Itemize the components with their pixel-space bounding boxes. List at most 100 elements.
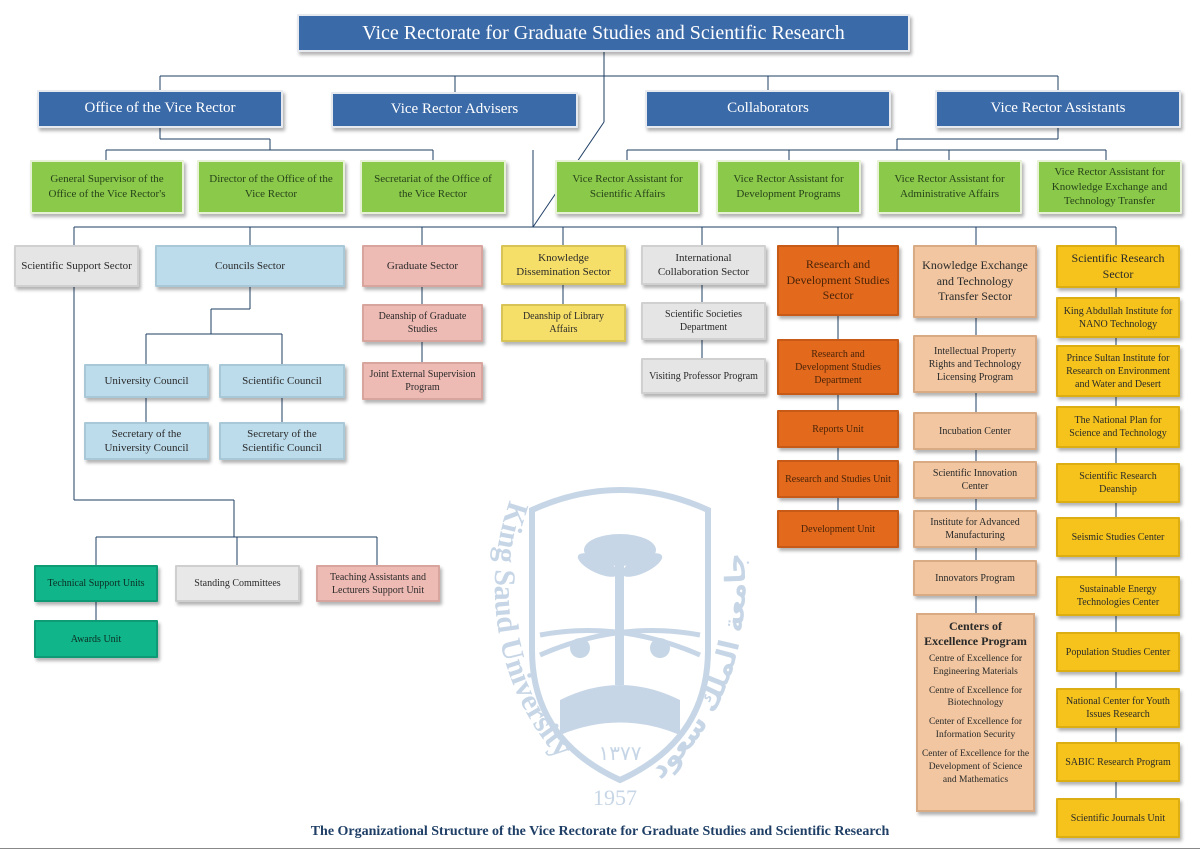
scientific-societies-box: Scientific Societies Department	[641, 302, 766, 340]
ketts-sector-label: Knowledge Exchange and Technology Transf…	[922, 258, 1028, 304]
scientific-innovation-center-label: Scientific Innovation Center	[932, 468, 1018, 492]
joint-external-supervision-label: Joint External Supervision Program	[369, 369, 476, 393]
secretariat-office-label: Secretariat of the Office of the Vice Re…	[374, 173, 492, 200]
srs-item-label: Scientific Journals Unit	[1070, 812, 1166, 824]
bottom-divider	[0, 848, 1200, 849]
development-unit-box: Development Unit	[777, 510, 899, 548]
scientific-council-box: Scientific Council	[219, 364, 345, 398]
srs-item-label: King Abdullah Institute for NANO Technol…	[1063, 305, 1173, 330]
development-unit-label: Development Unit	[800, 523, 876, 535]
awards-unit-box: Awards Unit	[34, 620, 158, 658]
srs-item-research-deanship: Scientific Research Deanship	[1056, 463, 1180, 503]
graduate-sector-box: Graduate Sector	[362, 245, 483, 287]
innovators-program-box: Innovators Program	[913, 560, 1037, 596]
director-office-label: Director of the Office of the Vice Recto…	[209, 173, 333, 200]
general-supervisor-box: General Supervisor of the Office of the …	[30, 160, 184, 214]
teaching-assistants-label: Teaching Assistants and Lecturers Suppor…	[330, 571, 426, 596]
coe-information-security: Center of Excellence for Information Sec…	[928, 717, 1023, 741]
diagram-caption: The Organizational Structure of the Vice…	[310, 824, 890, 839]
university-council-label: University Council	[104, 374, 189, 387]
assistant-development-box: Vice Rector Assistant for Development Pr…	[716, 160, 861, 214]
assistant-scientific-box: Vice Rector Assistant for Scientific Aff…	[555, 160, 700, 214]
rd-department-label: Research and Development Studies Departm…	[795, 348, 881, 386]
srs-item-youth: National Center for Youth Issues Researc…	[1056, 688, 1180, 728]
general-supervisor-label: General Supervisor of the Office of the …	[48, 173, 166, 200]
srs-item-journals: Scientific Journals Unit	[1056, 798, 1180, 838]
srs-item-label: The National Plan for Science and Techno…	[1069, 415, 1167, 439]
deanship-library-affairs-box: Deanship of Library Affairs	[501, 304, 626, 342]
watermark-hijri-year: ١٣٧٧	[599, 741, 642, 765]
advanced-manufacturing-box: Institute for Advanced Manufacturing	[913, 510, 1037, 548]
vice-rector-assistants-label: Vice Rector Assistants	[990, 100, 1126, 117]
srs-item-label: Seismic Studies Center	[1071, 531, 1165, 543]
centers-of-excellence-box: Centers of Excellence Program Centre of …	[916, 613, 1035, 812]
councils-sector-label: Councils Sector	[215, 259, 285, 272]
coe-engineering-materials: Centre of Excellence for Engineering Mat…	[928, 654, 1023, 677]
director-office-box: Director of the Office of the Vice Recto…	[197, 160, 345, 214]
collaborators-label: Collaborators	[727, 100, 809, 117]
deanship-library-affairs-label: Deanship of Library Affairs	[522, 311, 605, 335]
visiting-professor-label: Visiting Professor Program	[649, 370, 758, 382]
graduate-sector-label: Graduate Sector	[386, 259, 459, 272]
srs-item-label: SABIC Research Program	[1065, 756, 1171, 768]
collaborators-box: Collaborators	[645, 90, 891, 128]
vice-rector-advisers-label: Vice Rector Advisers	[390, 101, 519, 118]
standing-committees-box: Standing Committees	[175, 565, 300, 602]
scientific-council-label: Scientific Council	[242, 374, 322, 387]
joint-external-supervision-box: Joint External Supervision Program	[362, 362, 483, 400]
rd-sector-box: Research and Development Studies Sector	[777, 245, 899, 316]
international-collaboration-sector-label: International Collaboration Sector	[657, 251, 750, 278]
assistant-knowledge-box: Vice Rector Assistant for Knowledge Exch…	[1037, 160, 1182, 214]
deanship-graduate-studies-box: Deanship of Graduate Studies	[362, 304, 483, 342]
university-council-box: University Council	[84, 364, 209, 398]
incubation-center-label: Incubation Center	[939, 425, 1011, 437]
deanship-graduate-studies-label: Deanship of Graduate Studies	[378, 311, 467, 335]
visiting-professor-box: Visiting Professor Program	[641, 358, 766, 394]
university-seal-watermark: King Saud University جامعة الملك سعود ١٣…	[488, 487, 752, 810]
srs-item-national-plan: The National Plan for Science and Techno…	[1056, 406, 1180, 448]
innovators-program-label: Innovators Program	[935, 572, 1015, 584]
standing-committees-label: Standing Committees	[194, 578, 281, 589]
international-collaboration-sector-box: International Collaboration Sector	[641, 245, 766, 285]
office-of-vice-rector-label: Office of the Vice Rector	[84, 100, 236, 117]
advanced-manufacturing-label: Institute for Advanced Manufacturing	[930, 517, 1020, 541]
scientific-support-sector-box: Scientific Support Sector	[14, 245, 139, 287]
ip-rights-label: Intellectual Property Rights and Technol…	[928, 345, 1022, 383]
secretary-university-council-box: Secretary of the University Council	[84, 422, 209, 460]
srs-item-prince-sultan: Prince Sultan Institute for Research on …	[1056, 345, 1180, 397]
knowledge-dissemination-sector-label: Knowledge Dissemination Sector	[516, 251, 611, 278]
srs-item-label: Sustainable Energy Technologies Center	[1076, 584, 1160, 608]
secretary-university-council-label: Secretary of the University Council	[104, 427, 189, 454]
coe-science-mathematics: Center of Excellence for the Development…	[921, 748, 1030, 785]
srs-item-label: Scientific Research Deanship	[1079, 471, 1157, 495]
scientific-societies-label: Scientific Societies Department	[665, 309, 742, 333]
assistant-administrative-box: Vice Rector Assistant for Administrative…	[877, 160, 1022, 214]
vice-rectorate-box: Vice Rectorate for Graduate Studies and …	[297, 14, 910, 52]
assistant-knowledge-label: Vice Rector Assistant for Knowledge Exch…	[1051, 165, 1168, 208]
knowledge-dissemination-sector-box: Knowledge Dissemination Sector	[501, 245, 626, 285]
ketts-sector-box: Knowledge Exchange and Technology Transf…	[913, 245, 1037, 318]
coe-biotechnology: Centre of Excellence for Biotechnology	[928, 685, 1023, 709]
incubation-center-box: Incubation Center	[913, 412, 1037, 450]
ip-rights-box: Intellectual Property Rights and Technol…	[913, 335, 1037, 393]
secretariat-office-box: Secretariat of the Office of the Vice Re…	[360, 160, 506, 214]
awards-unit-label: Awards Unit	[70, 633, 122, 645]
secretary-scientific-council-box: Secretary of the Scientific Council	[219, 422, 345, 460]
assistant-scientific-label: Vice Rector Assistant for Scientific Aff…	[572, 173, 683, 200]
scientific-research-sector-label: Scientific Research Sector	[1071, 250, 1165, 281]
vice-rector-advisers-box: Vice Rector Advisers	[331, 92, 578, 128]
watermark-year: 1957	[593, 785, 637, 810]
assistant-administrative-label: Vice Rector Assistant for Administrative…	[894, 173, 1005, 200]
rd-sector-label: Research and Development Studies Sector	[786, 257, 890, 303]
srs-item-seismic: Seismic Studies Center	[1056, 517, 1180, 557]
scientific-support-sector-label: Scientific Support Sector	[21, 259, 132, 272]
srs-item-nano: King Abdullah Institute for NANO Technol…	[1056, 297, 1180, 338]
srs-item-label: Population Studies Center	[1065, 646, 1171, 658]
office-of-vice-rector-box: Office of the Vice Rector	[37, 90, 283, 128]
srs-item-label: Prince Sultan Institute for Research on …	[1066, 352, 1170, 390]
secretary-scientific-council-label: Secretary of the Scientific Council	[242, 427, 322, 454]
srs-item-label: National Center for Youth Issues Researc…	[1066, 696, 1170, 720]
research-studies-unit-label: Research and Studies Unit	[785, 473, 891, 485]
technical-support-units-box: Technical Support Units	[34, 565, 158, 602]
srs-item-sustainable-energy: Sustainable Energy Technologies Center	[1056, 576, 1180, 616]
